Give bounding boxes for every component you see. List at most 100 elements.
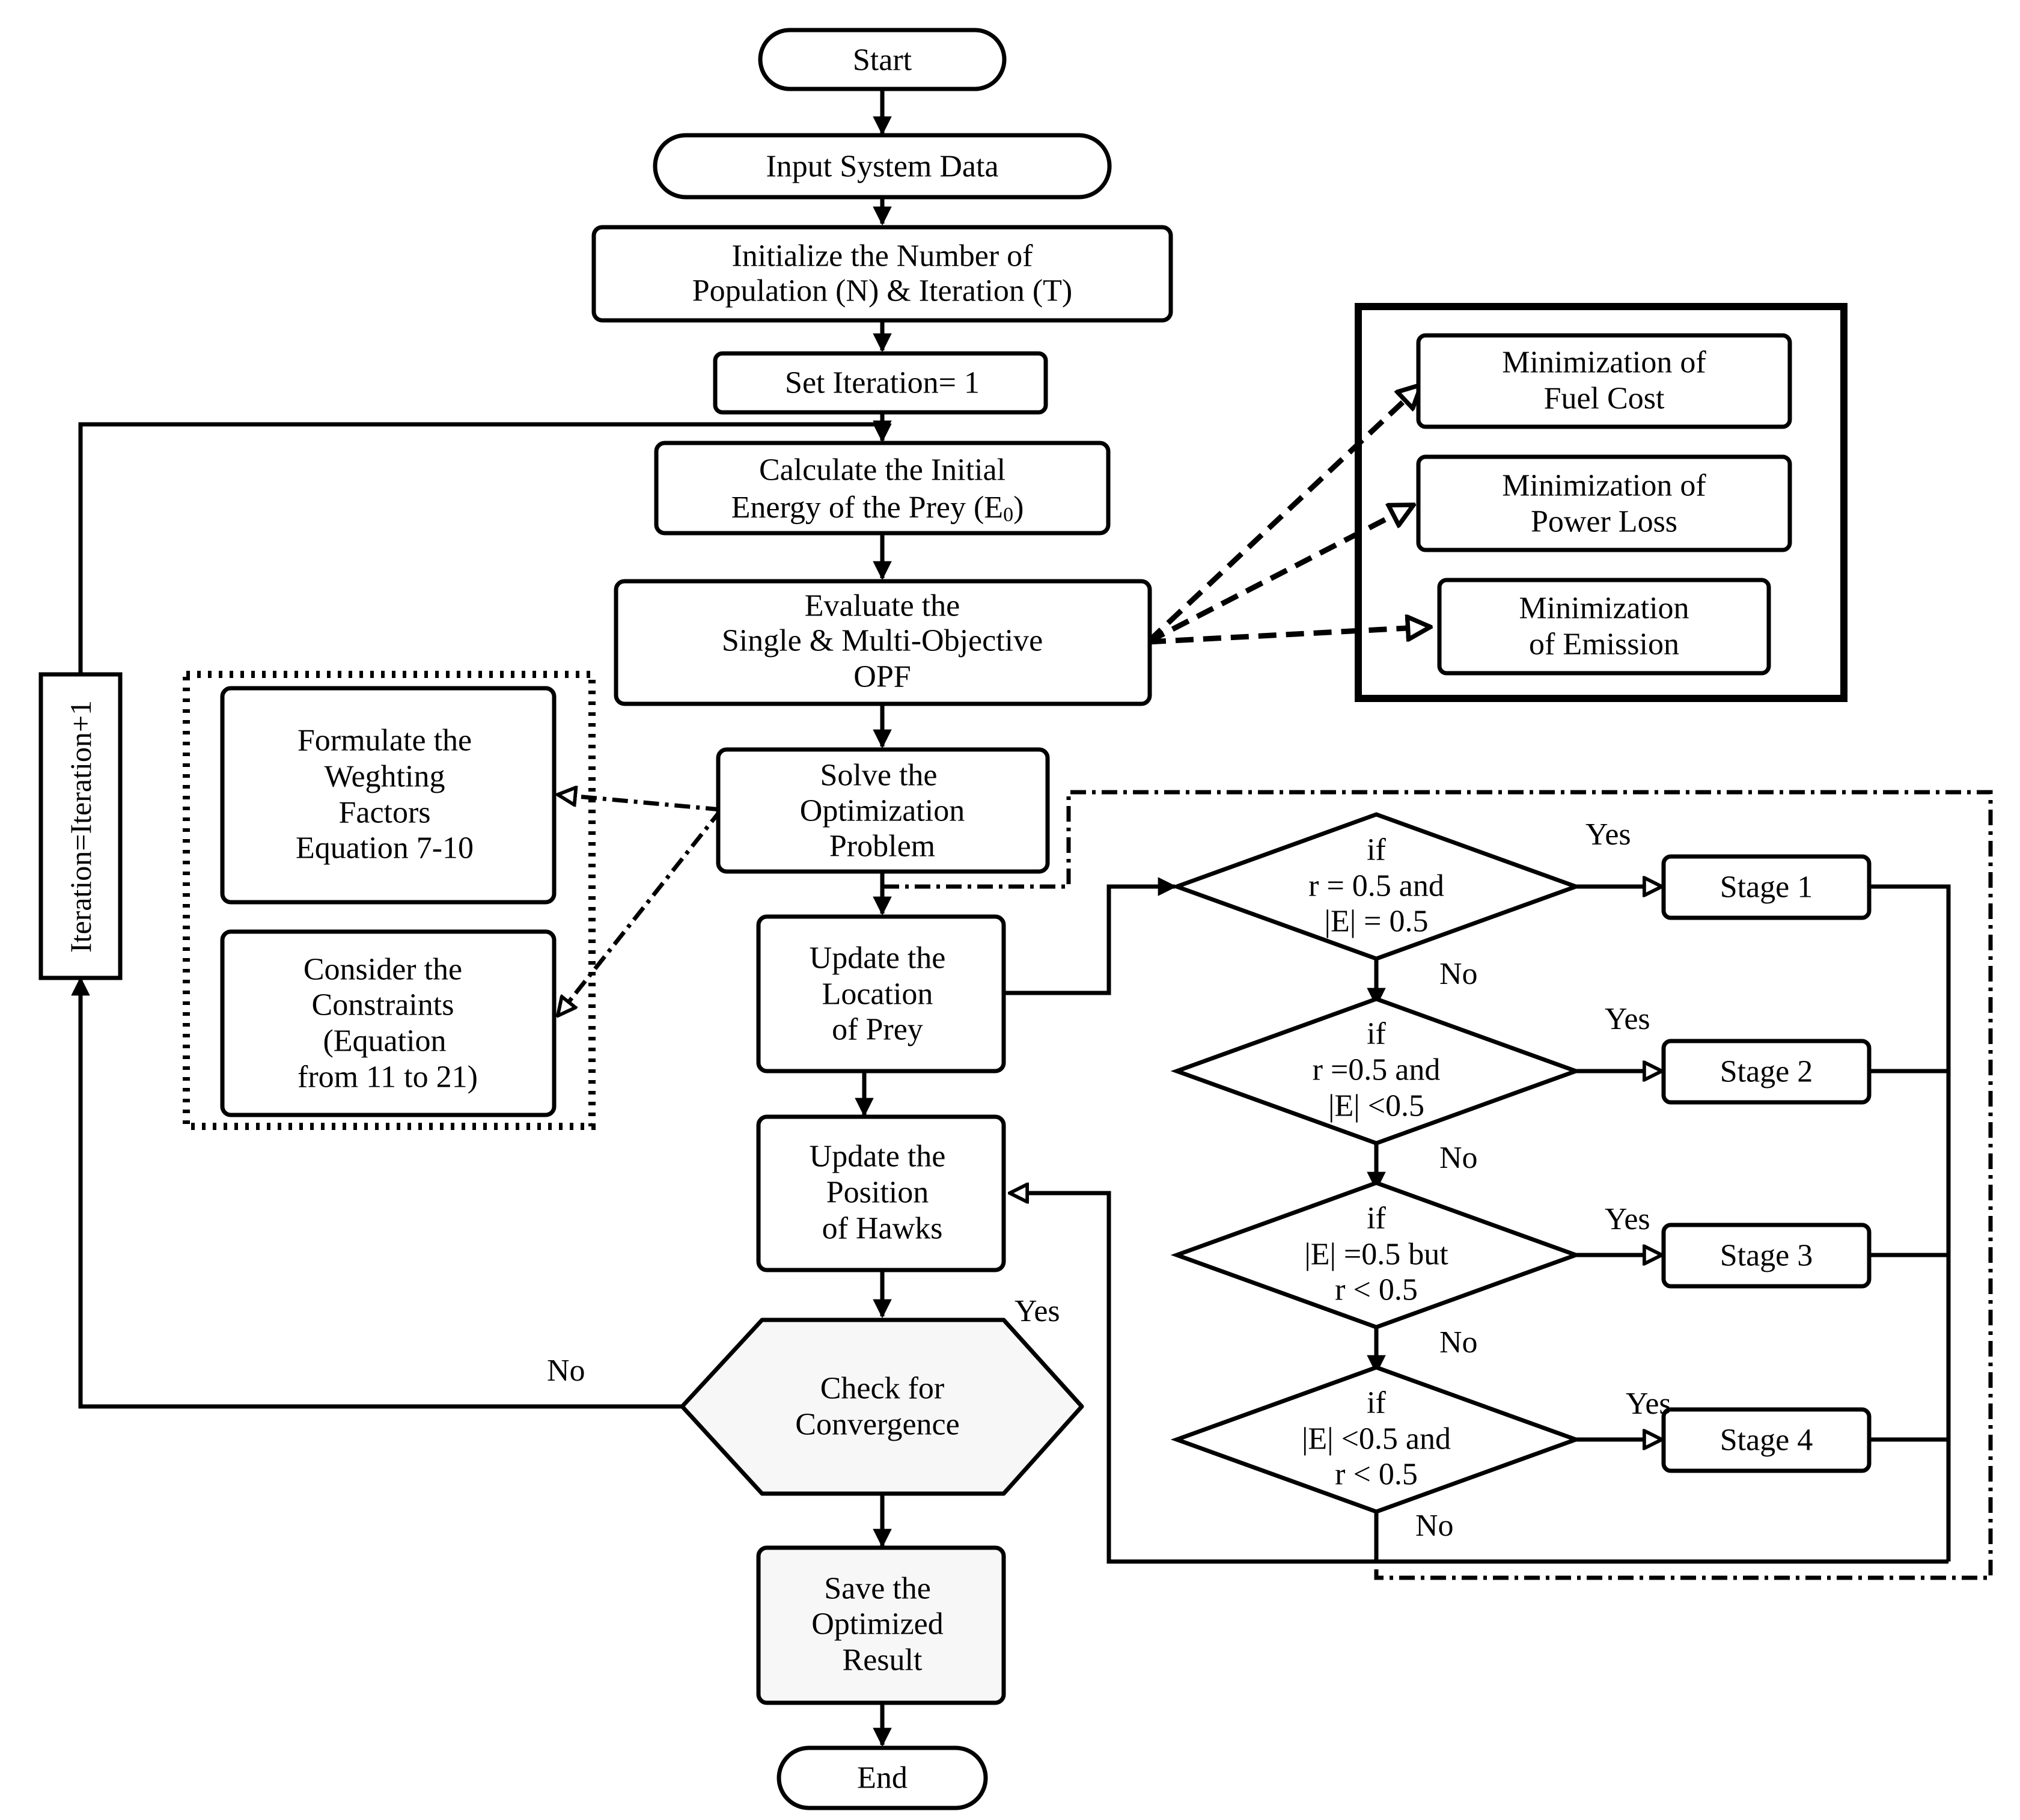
svg-text:Power Loss: Power Loss [1531, 505, 1677, 539]
consider-constraints-node: Consider the Constraints (Equation from … [220, 929, 557, 1117]
evaluate-line1: Evaluate the [805, 589, 960, 623]
svg-text:|E| <0.5: |E| <0.5 [1328, 1089, 1424, 1123]
svg-text:Stage 1: Stage 1 [1720, 870, 1813, 905]
save-line3: Result [843, 1643, 923, 1678]
set-iteration-label: Set Iteration= 1 [785, 366, 980, 400]
svg-text:Equation 7-10: Equation 7-10 [296, 831, 474, 866]
save-line2: Optimized [811, 1607, 944, 1641]
svg-text:if: if [1367, 1202, 1386, 1236]
svg-text:Minimization of: Minimization of [1502, 346, 1706, 380]
update-location-line2: Location [822, 977, 933, 1012]
init-label-line2: Population (N) & Iteration (T) [692, 274, 1073, 308]
stage-4: Stage 4 [1661, 1407, 1872, 1473]
svg-text:r = 0.5 and: r = 0.5 and [1308, 869, 1444, 903]
save-result-node: Save the Optimized Result [756, 1545, 1006, 1705]
connectors [71, 90, 1993, 1747]
link-solve-formulate [558, 795, 722, 812]
svg-text:r =0.5 and: r =0.5 and [1313, 1053, 1441, 1087]
svg-text:Fuel Cost: Fuel Cost [1544, 382, 1665, 416]
start-label: Start [853, 43, 912, 78]
condition-2: if r =0.5 and |E| <0.5 [1170, 997, 1582, 1146]
calc-energy-line1: Calculate the Initial [759, 453, 1005, 487]
condition-1: if r = 0.5 and |E| = 0.5 [1170, 812, 1582, 961]
svg-text:Minimization: Minimization [1519, 591, 1689, 626]
cond2-no-label: No [1439, 1141, 1478, 1175]
link-evaluate-power-loss [1146, 502, 1414, 644]
start-node: Start [758, 28, 1007, 91]
objective-emission: Minimization of Emission [1437, 578, 1771, 676]
svg-text:|E| <0.5 and: |E| <0.5 and [1302, 1422, 1451, 1456]
svg-text:Weghting: Weghting [325, 760, 445, 794]
hho-stages-boundary [883, 790, 1993, 1580]
update-location-line1: Update the [810, 941, 946, 976]
calc-energy-node: Calculate the Initial Energy of the Prey… [654, 441, 1111, 536]
evaluate-line2: Single & Multi-Objective [722, 624, 1043, 658]
solve-node: Solve the Optimization Problem [716, 747, 1050, 874]
edge-loop-to-position [1010, 1193, 1948, 1564]
svg-text:|E| =0.5 but: |E| =0.5 but [1304, 1238, 1448, 1272]
evaluate-line3: OPF [853, 660, 911, 694]
save-line1: Save the [824, 1572, 931, 1606]
svg-text:Formulate the: Formulate the [298, 724, 472, 758]
update-position-line1: Update the [810, 1140, 946, 1174]
svg-text:if: if [1367, 833, 1386, 867]
condition-4: if |E| <0.5 and r < 0.5 [1170, 1365, 1582, 1514]
iteration-increment-node: Iteration=Iteration+1 [38, 672, 123, 980]
init-node: Initialize the Number of Population (N) … [591, 225, 1173, 323]
calc-energy-line2: Energy of the Prey (E0) [731, 490, 1024, 526]
update-location-node: Update the Location of Prey [756, 914, 1006, 1073]
update-position-line2: Position [826, 1176, 929, 1210]
cond4-no-label: No [1415, 1509, 1454, 1543]
convergence-yes-label: Yes [1015, 1294, 1060, 1328]
cond2-yes-label: Yes [1605, 1002, 1650, 1036]
stage-collector-line [1870, 884, 1951, 1562]
svg-text:of Emission: of Emission [1529, 628, 1679, 662]
solve-line3: Problem [829, 829, 935, 864]
update-location-line3: of Prey [832, 1013, 923, 1047]
update-position-node: Update the Position of Hawks [756, 1114, 1006, 1272]
cond1-yes-label: Yes [1585, 817, 1631, 852]
svg-text:if: if [1367, 1017, 1386, 1051]
svg-text:Stage 2: Stage 2 [1720, 1055, 1813, 1089]
solve-line2: Optimization [800, 794, 965, 828]
svg-text:r < 0.5: r < 0.5 [1335, 1458, 1418, 1492]
svg-text:Constraints: Constraints [312, 988, 454, 1022]
svg-text:from 11 to 21): from 11 to 21) [298, 1060, 478, 1095]
svg-text:Minimization of: Minimization of [1502, 469, 1706, 503]
svg-text:Stage 3: Stage 3 [1720, 1239, 1813, 1273]
set-iteration-node: Set Iteration= 1 [713, 351, 1048, 415]
cond1-no-label: No [1439, 957, 1478, 991]
edge-labels: Yes Yes Yes Yes No No No No Yes No [547, 817, 1671, 1543]
end-label: End [857, 1761, 908, 1795]
update-position-line3: of Hawks [822, 1212, 943, 1246]
link-solve-constraints [558, 808, 723, 1016]
convergence-no-label: No [547, 1354, 585, 1388]
svg-text:r < 0.5: r < 0.5 [1335, 1273, 1418, 1307]
check-line2: Convergence [795, 1408, 959, 1442]
objective-power-loss: Minimization of Power Loss [1416, 454, 1792, 552]
formulate-weighting-node: Formulate the Weghting Factors Equation … [220, 686, 557, 905]
init-label-line1: Initialize the Number of [731, 239, 1033, 273]
check-line1: Check for [820, 1372, 944, 1406]
edge-increment-to-calc [78, 420, 892, 674]
svg-text:Factors: Factors [338, 796, 430, 830]
svg-text:(Equation: (Equation [323, 1024, 446, 1058]
svg-text:Consider the: Consider the [304, 953, 462, 987]
objective-fuel-cost: Minimization of Fuel Cost [1416, 333, 1792, 429]
cond3-no-label: No [1439, 1325, 1478, 1360]
stage-3: Stage 3 [1661, 1223, 1872, 1289]
edge-location-to-cond1 [1005, 877, 1177, 995]
cond3-yes-label: Yes [1605, 1202, 1650, 1236]
input-node: Input System Data [653, 133, 1112, 200]
weighting-group-frame [183, 671, 596, 1130]
evaluate-node: Evaluate the Single & Multi-Objective OP… [614, 579, 1152, 706]
objectives-group-frame [1355, 303, 1848, 702]
input-label: Input System Data [766, 150, 998, 184]
iteration-increment-label: Iteration=Iteration+1 [64, 700, 97, 953]
stage-1: Stage 1 [1661, 854, 1872, 920]
svg-text:if: if [1367, 1386, 1386, 1420]
solve-line1: Solve the [820, 759, 938, 793]
link-evaluate-fuel-cost [1146, 385, 1421, 644]
svg-text:Stage 4: Stage 4 [1720, 1423, 1813, 1458]
